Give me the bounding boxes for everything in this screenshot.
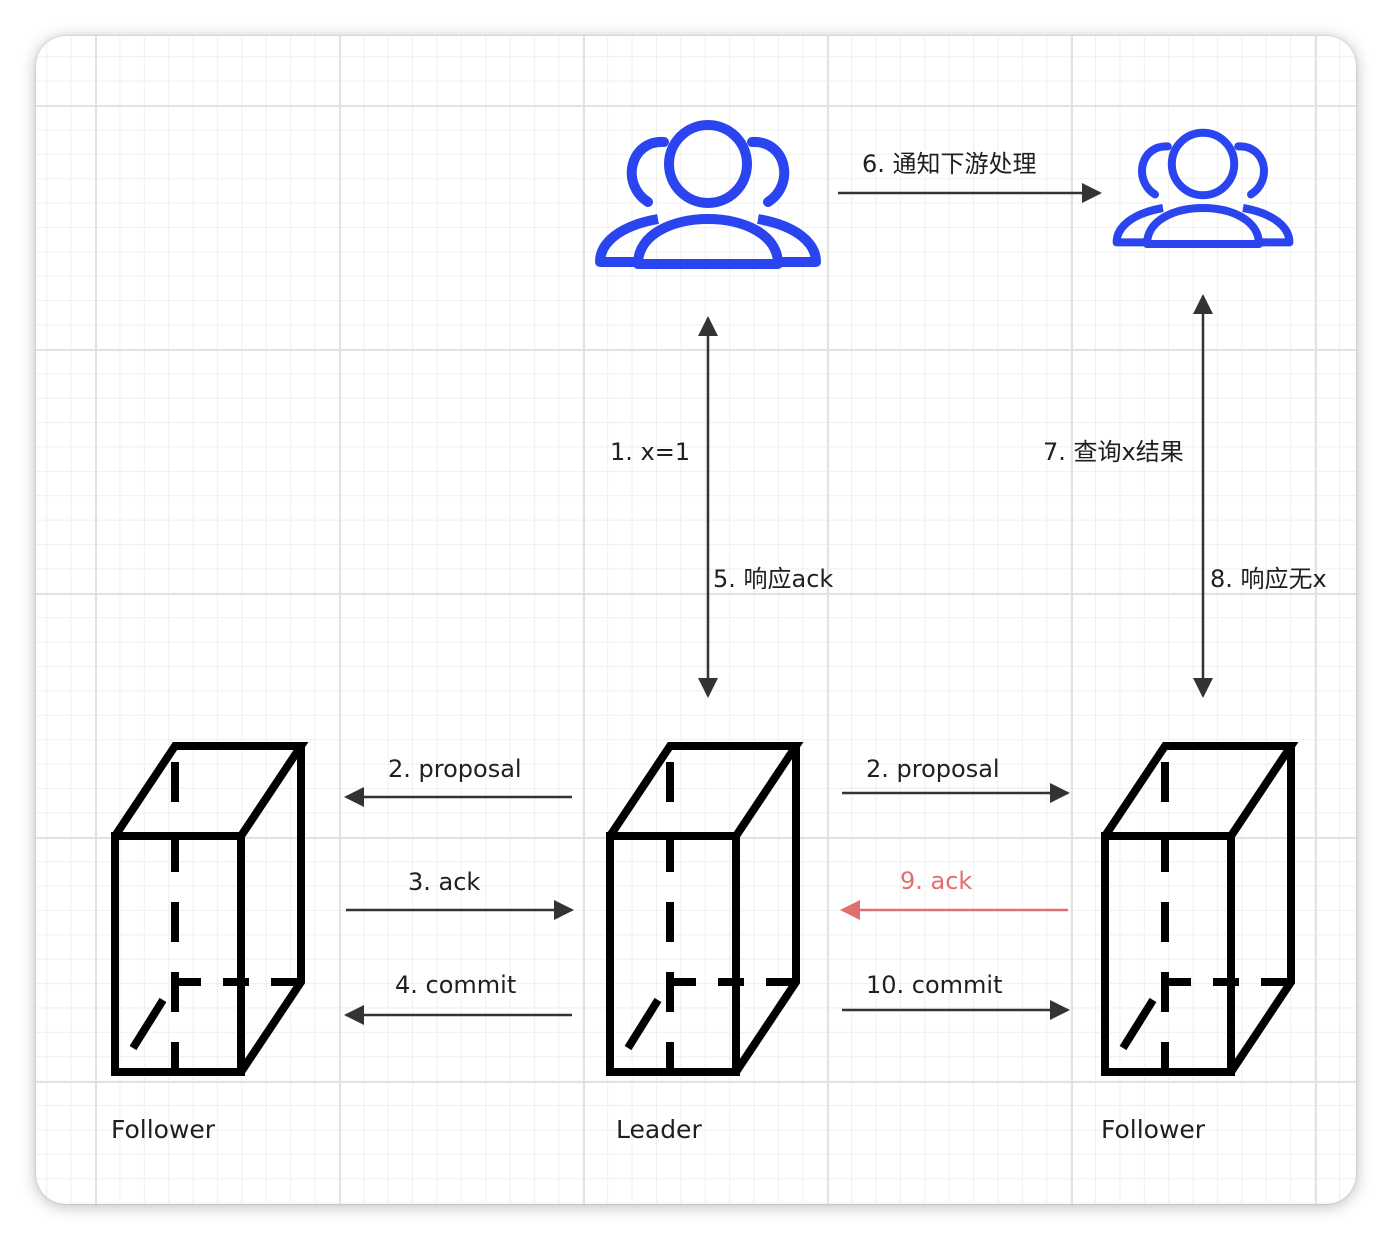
- server-box-icon-leader: [610, 746, 796, 1072]
- diagram-canvas: [36, 36, 1356, 1204]
- query-request-label: 7. 查询x结果: [1043, 438, 1184, 466]
- commit-left-label: 4. commit: [395, 971, 516, 999]
- leader-label: Leader: [616, 1115, 702, 1144]
- users-icon-top-left: [600, 125, 816, 264]
- write-response-label: 5. 响应ack: [713, 565, 833, 593]
- ack-right-label: 9. ack: [900, 867, 972, 895]
- right-follower-label: Follower: [1101, 1115, 1206, 1144]
- server-box-icon-left-follower: [115, 746, 301, 1072]
- ack-left-label: 3. ack: [408, 868, 480, 896]
- commit-right-label: 10. commit: [866, 971, 1003, 999]
- write-request-label: 1. x=1: [610, 438, 690, 466]
- server-box-icon-right-follower: [1105, 746, 1291, 1072]
- proposal-right-label: 2. proposal: [866, 755, 1000, 783]
- notify-downstream-label: 6. 通知下游处理: [862, 150, 1037, 178]
- left-follower-label: Follower: [111, 1115, 216, 1144]
- users-icon-top-right: [1117, 133, 1290, 244]
- proposal-left-label: 2. proposal: [388, 755, 522, 783]
- query-response-label: 8. 响应无x: [1210, 565, 1327, 593]
